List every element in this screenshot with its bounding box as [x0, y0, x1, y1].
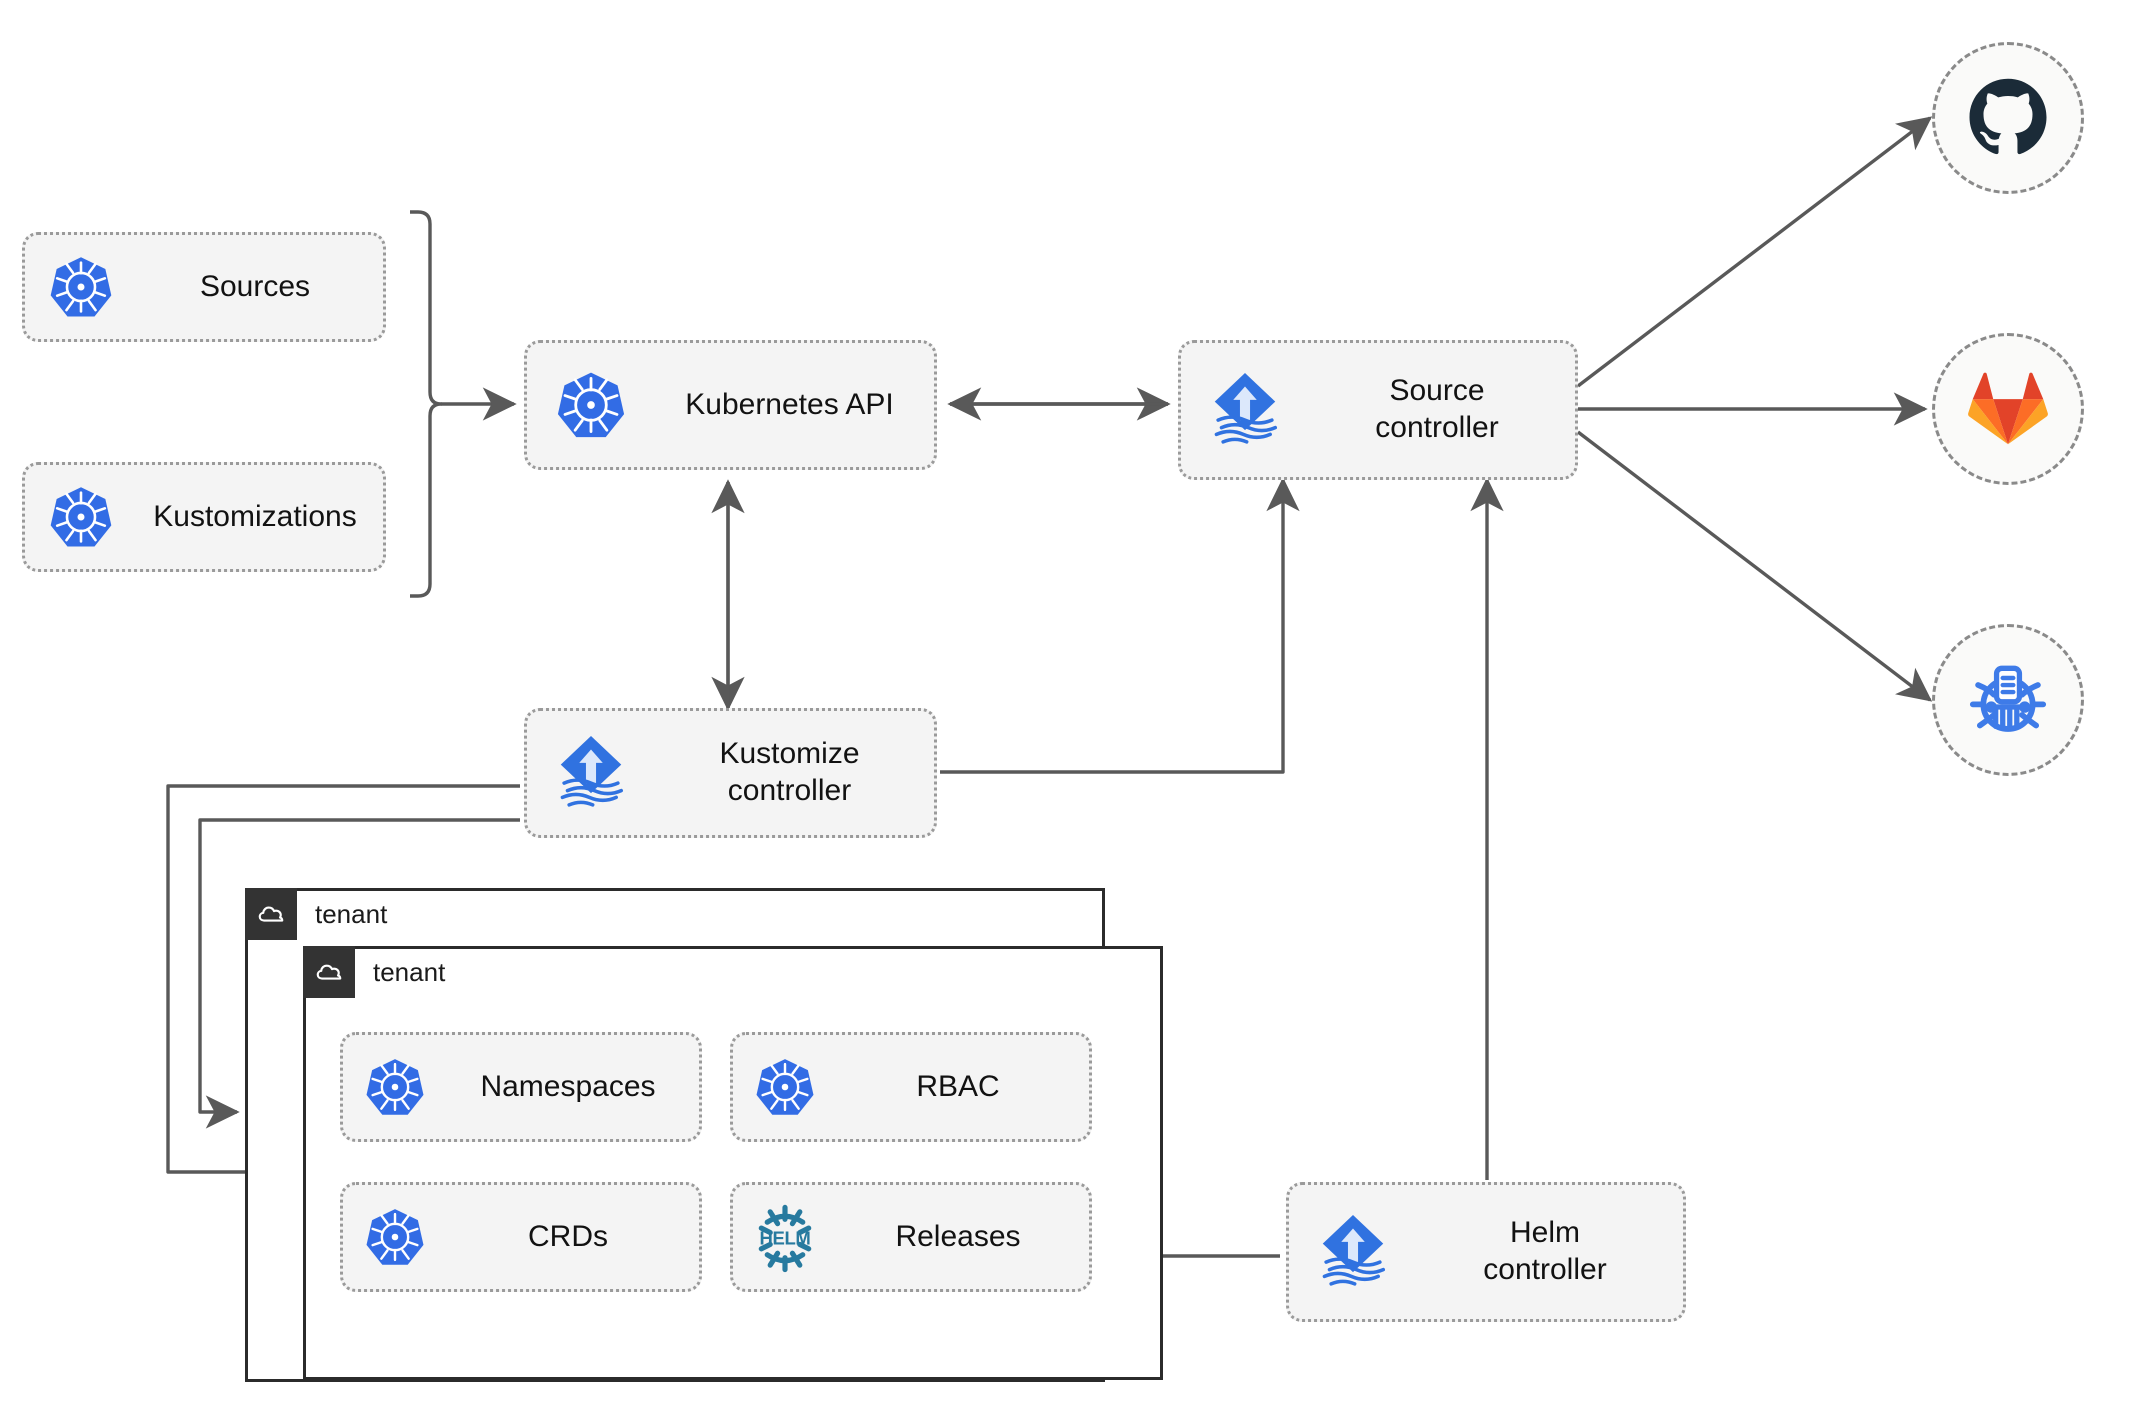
flux-icon [1181, 368, 1309, 452]
tenant-window-front: tenant [303, 946, 1163, 1380]
tenant-resource-label: Namespaces [480, 1069, 656, 1103]
provider-circle-gitlab[interactable] [1932, 333, 2084, 485]
helm-repo-icon [1969, 665, 2047, 732]
svg-text:HELM: HELM [760, 1227, 811, 1248]
controller-box-kubernetes-api[interactable]: Kubernetes API [524, 340, 937, 470]
flux-icon [1289, 1210, 1417, 1294]
resource-box-kustomizations[interactable]: Kustomizations [22, 462, 386, 572]
kubernetes-icon [343, 1206, 447, 1268]
resource-label: Sources [199, 269, 311, 303]
resource-box-sources[interactable]: Sources [22, 232, 386, 342]
controller-label: Kubernetes API [685, 387, 894, 421]
tenant-titlebar: tenant [245, 888, 387, 940]
controller-label: Source controller [1375, 374, 1499, 444]
helm-icon: HELM [733, 1200, 837, 1274]
tenant-resource-label: RBAC [916, 1069, 1000, 1103]
tenant-resource-crds[interactable]: CRDs [340, 1182, 702, 1292]
kubernetes-icon [527, 369, 655, 441]
kubernetes-icon [733, 1056, 837, 1118]
tenant-resource-rbac[interactable]: RBAC [730, 1032, 1092, 1142]
controller-box-kustomize-controller[interactable]: Kustomize controller [524, 708, 937, 838]
tenant-resource-namespaces[interactable]: Namespaces [340, 1032, 702, 1142]
tenant-label: tenant [315, 898, 388, 929]
gitlab-icon [1968, 372, 2048, 445]
controller-box-helm-controller[interactable]: Helm controller [1286, 1182, 1686, 1322]
kubernetes-icon [25, 484, 137, 550]
kubernetes-icon [25, 254, 137, 320]
kubernetes-icon [343, 1056, 447, 1118]
controller-label: Helm controller [1483, 1216, 1607, 1286]
tenant-titlebar: tenant [303, 946, 445, 998]
tenant-resource-label: CRDs [528, 1219, 608, 1253]
resource-label: Kustomizations [153, 499, 357, 533]
controller-label: Kustomize controller [719, 737, 860, 807]
github-icon [1969, 78, 2047, 155]
provider-circle-github[interactable] [1932, 42, 2084, 194]
tenant-resource-label: Releases [895, 1219, 1021, 1253]
cloud-icon [245, 888, 297, 940]
tenant-resource-releases[interactable]: HELM Releases [730, 1182, 1092, 1292]
tenant-label: tenant [373, 956, 446, 987]
flux-icon [527, 731, 655, 815]
provider-circle-helm-repository[interactable] [1932, 624, 2084, 776]
controller-box-source-controller[interactable]: Source controller [1178, 340, 1578, 480]
cloud-icon [303, 946, 355, 998]
